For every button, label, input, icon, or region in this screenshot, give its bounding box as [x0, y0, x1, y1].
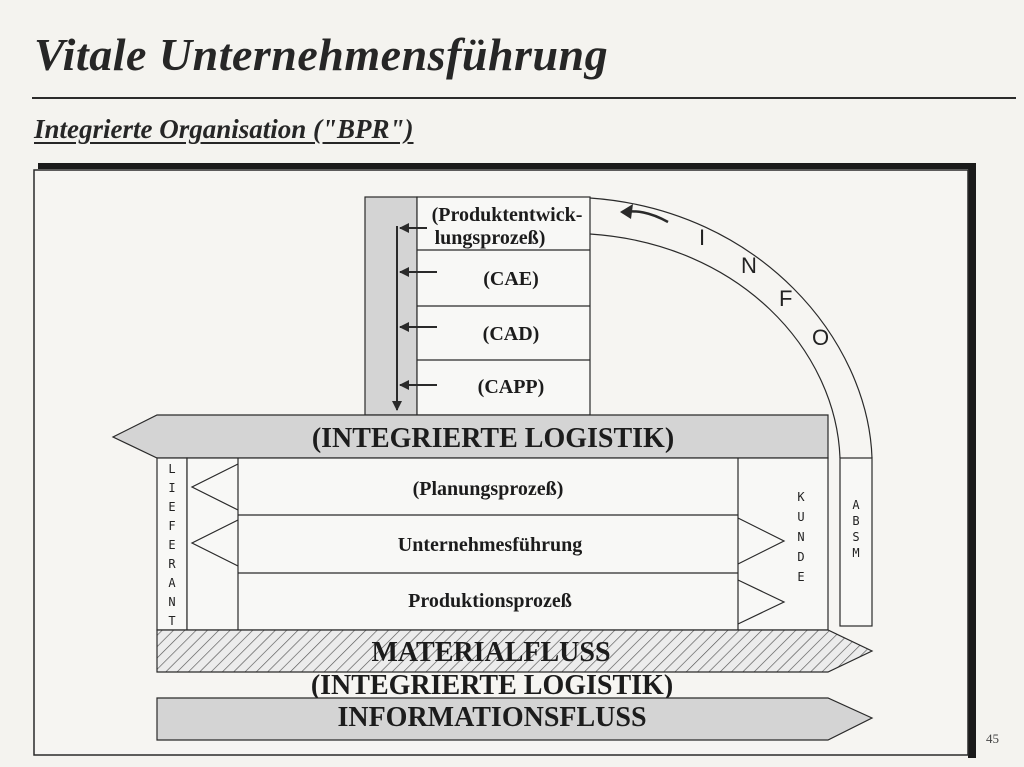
production-process-label: Produktionsprozeß	[408, 590, 572, 612]
chevron-right-icon	[737, 579, 786, 625]
absm-letter-s: S	[852, 530, 859, 544]
chevron-left-icon	[190, 519, 239, 567]
logistics-bar-label: (INTEGRIERTE LOGISTIK)	[312, 423, 674, 454]
customer-letter: U	[797, 510, 804, 524]
page-title: Vitale Unternehmensführung	[34, 29, 609, 80]
info-letter-n: N	[741, 253, 757, 278]
absm-letter-b: B	[852, 514, 859, 528]
supplier-letter: N	[168, 595, 175, 609]
dev-process-line1: (Produktentwick-	[432, 204, 583, 226]
page-number: 45	[986, 731, 999, 746]
customer-letter: N	[797, 530, 804, 544]
material-flow-label: MATERIALFLUSS	[371, 637, 610, 668]
info-letter-f: F	[779, 286, 792, 311]
customer-letter: E	[797, 570, 804, 584]
step-cad: (CAD)	[483, 323, 540, 345]
planning-process-label: (Planungsprozeß)	[413, 478, 564, 500]
step-capp: (CAPP)	[478, 376, 545, 398]
dev-process-line2: lungsprozeß)	[435, 227, 546, 249]
absm-letter-m: M	[852, 546, 859, 560]
supplier-letter: E	[168, 500, 175, 514]
chevron-right-icon	[737, 517, 786, 565]
supplier-letter: I	[168, 481, 175, 495]
title-rule	[32, 97, 1016, 99]
logistics-bar: (INTEGRIERTE LOGISTIK)	[111, 414, 829, 459]
customer-letter: D	[797, 550, 804, 564]
management-label: Unternehmesführung	[398, 534, 582, 556]
chevron-left-icon	[190, 463, 239, 511]
customer-letter: K	[797, 490, 805, 504]
supplier-letter: R	[168, 557, 176, 571]
info-arc: I N F O	[589, 197, 873, 459]
absm-letter-a: A	[852, 498, 860, 512]
absm-column: A B S M	[839, 457, 873, 627]
supplier-letter: A	[168, 576, 176, 590]
page-subtitle: Integrierte Organisation ("BPR")	[34, 114, 414, 144]
information-flow-arrow: INFORMATIONSFLUSS	[156, 697, 874, 741]
development-column: (Produktentwick- lungsprozeß) (CAE) (CAD…	[364, 196, 591, 416]
info-letter-o: O	[812, 325, 829, 350]
information-flow-label: INFORMATIONSFLUSS	[337, 702, 646, 733]
logistics-overlay-label: (INTEGRIERTE LOGISTIK)	[311, 670, 673, 701]
supplier-letter: L	[168, 462, 175, 476]
material-flow-arrow: MATERIALFLUSS	[156, 629, 874, 673]
step-cae: (CAE)	[483, 268, 539, 290]
supplier-letter: E	[168, 538, 175, 552]
supplier-column: L I E F E R A N T	[156, 457, 188, 631]
process-rows: (Planungsprozeß) Unternehmesführung Prod…	[186, 457, 829, 631]
supplier-letter: T	[168, 614, 175, 628]
info-arrow	[620, 204, 633, 219]
info-letter-i: I	[699, 225, 705, 250]
supplier-letter: F	[168, 519, 175, 533]
